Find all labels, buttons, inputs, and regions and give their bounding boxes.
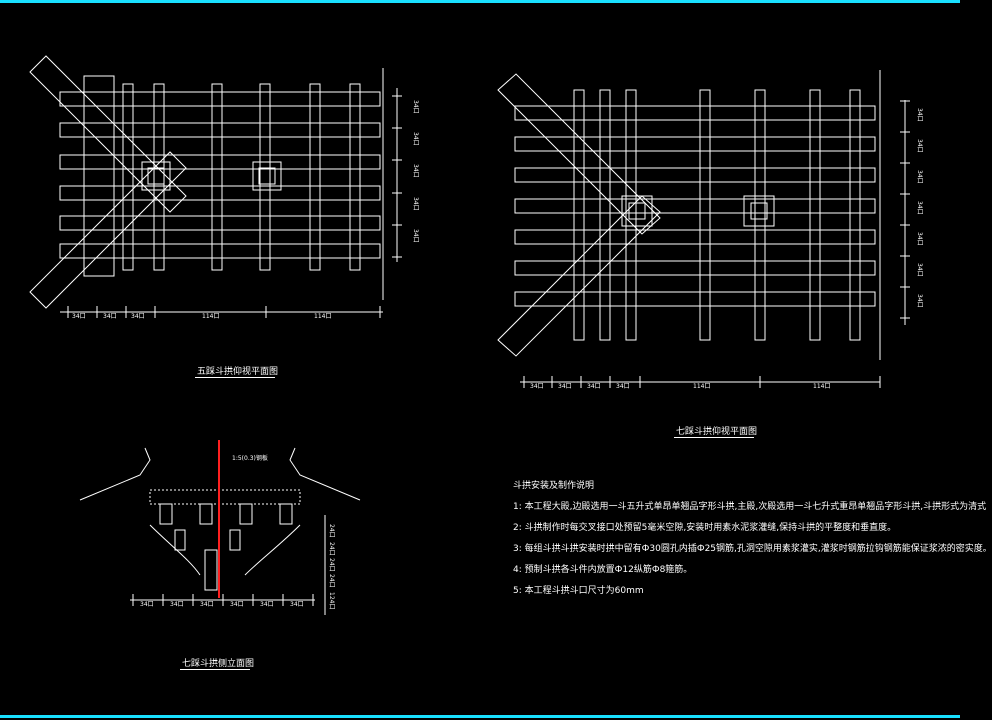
five-step-plan-drawing: 34口 34口 34口 114口 114口 34口 34口 34口 34口 34… — [29, 55, 419, 320]
seven-step-plan-drawing: 34口 34口 34口 34口 114口 114口 34口 34口 34口 34… — [497, 70, 923, 390]
frame-top — [0, 0, 960, 3]
seven-dim-r3: 34口 — [916, 170, 923, 184]
elev-dim-b5: 34口 — [260, 601, 274, 608]
seven-dim-r5: 34口 — [916, 232, 923, 246]
five-dim-r1: 34口 — [412, 100, 419, 114]
seven-plan-diagonal — [497, 73, 661, 357]
note-item-3: 3: 每组斗拱斗拱安装时拱中留有Ф30圆孔内插Ф25钢筋,孔洞空隙用素浆灌实,灌… — [513, 544, 992, 554]
note-item-1: 1: 本工程大殿,边殿选用一斗五升式单昂单翘品字形斗拱,主殿,次殿选用一斗七升式… — [513, 502, 987, 512]
seven-dim-b3: 34口 — [587, 383, 601, 390]
seven-step-elevation-drawing: 34口 34口 34口 34口 34口 34口 1:5(0.3)钢板 24口 2… — [79, 440, 361, 615]
five-dim-r5: 34口 — [412, 229, 419, 243]
elev-top-label: 1:5(0.3)钢板 — [232, 454, 268, 462]
elev-dim-r2: 24口 — [328, 542, 335, 556]
seven-dim-r2: 34口 — [916, 139, 923, 153]
five-plan-diagonal — [29, 55, 187, 309]
seven-dim-r6: 34口 — [916, 263, 923, 277]
elev-dim-b3: 34口 — [200, 601, 214, 608]
title-seven-plan: 七踩斗拱仰视平面图 — [676, 427, 758, 437]
note-item-4: 4: 预制斗拱各斗件内放置Ф12纵筋Ф8箍筋。 — [513, 565, 693, 575]
seven-plan-posts — [573, 89, 861, 341]
five-dim-b4: 114口 — [202, 313, 219, 320]
construction-notes: 斗拱安装及制作说明 1: 本工程大殿,边殿选用一斗五升式单昂单翘品字形斗拱,主殿… — [513, 476, 992, 602]
note-item-2: 2: 斗拱制作时每交叉接口处预留5毫米空隙,安装时用素水泥浆灌缝,保持斗拱的平整… — [513, 523, 897, 533]
seven-dim-b6: 114口 — [813, 383, 830, 390]
seven-dim-b2: 34口 — [558, 383, 572, 390]
elev-dim-r4: 24口 — [328, 574, 335, 588]
five-plan-beams — [59, 91, 381, 259]
seven-dim-r1: 34口 — [916, 108, 923, 122]
title-seven-plan-underline — [674, 437, 754, 438]
five-dim-b3: 34口 — [131, 313, 145, 320]
five-dim-b5: 114口 — [314, 313, 331, 320]
seven-dim-r7: 34口 — [916, 294, 923, 308]
elev-dim-r5: 124口 — [328, 592, 335, 609]
seven-plan-beams — [514, 105, 876, 307]
five-dim-b2: 34口 — [103, 313, 117, 320]
title-seven-elev: 七踩斗拱侧立面图 — [182, 659, 255, 669]
elev-dim-b1: 34口 — [140, 601, 154, 608]
elev-dim-b6: 34口 — [290, 601, 304, 608]
elev-dim-r1: 24口 — [328, 524, 335, 538]
elev-dim-b2: 34口 — [170, 601, 184, 608]
notes-heading: 斗拱安装及制作说明 — [513, 481, 595, 491]
five-plan-posts — [83, 75, 361, 277]
seven-dim-b4: 34口 — [616, 383, 630, 390]
seven-dim-b5: 114口 — [693, 383, 710, 390]
five-dim-b1: 34口 — [72, 313, 86, 320]
note-item-5: 5: 本工程斗拱斗口尺寸为60mm — [513, 586, 644, 596]
drawing-frame — [0, 0, 960, 718]
elev-dim-b4: 34口 — [230, 601, 244, 608]
title-five-plan-underline — [195, 377, 275, 378]
five-dim-r4: 34口 — [412, 197, 419, 211]
seven-dim-b1: 34口 — [530, 383, 544, 390]
title-five-plan: 五踩斗拱仰视平面图 — [197, 367, 279, 377]
frame-bottom — [0, 715, 960, 718]
five-dim-r3: 34口 — [412, 164, 419, 178]
five-dim-r2: 34口 — [412, 132, 419, 146]
seven-dim-r4: 34口 — [916, 201, 923, 215]
elev-dim-r3: 24口 — [328, 558, 335, 572]
title-seven-elev-underline — [180, 669, 250, 670]
